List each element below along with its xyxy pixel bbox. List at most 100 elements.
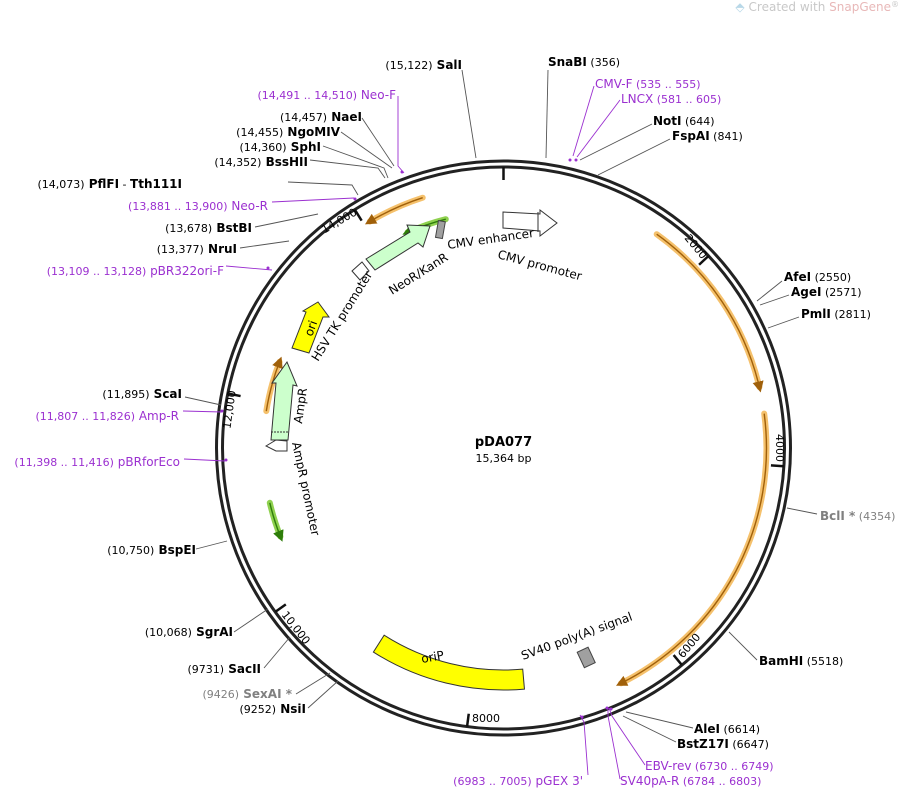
leader-amp-r	[182, 410, 223, 413]
site-ngomiv: (14,455) NgoMIV	[236, 125, 341, 139]
ampr-promoter-feature	[264, 439, 288, 452]
feature-label-ampr-promoter: AmpR promoter	[289, 441, 323, 537]
primer-site-marker	[353, 197, 357, 201]
tick-label-14000: 14,000	[319, 206, 359, 237]
site-bstz17i: BstZ17I (6647)	[677, 737, 769, 751]
tick-10000	[274, 603, 287, 613]
site-amp-r: (11,807 .. 11,826) Amp-R	[35, 409, 179, 423]
leader-snabi	[545, 69, 549, 159]
tick-label-12000: 12,000	[220, 390, 238, 430]
site-neo-f: (14,491 .. 14,510) Neo-F	[257, 88, 396, 102]
site-sphi: (14,360) SphI	[240, 140, 322, 154]
leader-neo-f	[397, 96, 405, 174]
tick-6000	[672, 654, 683, 666]
site-bstbi: (13,678) BstBI	[165, 221, 252, 235]
site-bamhi: BamHI (5518)	[759, 654, 843, 668]
leader-pmli	[767, 316, 800, 329]
site-bspei: (10,750) BspEI	[107, 543, 196, 557]
leader-naei	[361, 117, 395, 167]
backbone-outer-ring	[215, 159, 792, 737]
primer-site-marker	[568, 158, 572, 162]
oriP-feature	[372, 634, 525, 691]
feature-label-cmv-enhancer: CMV enhancer	[446, 226, 534, 252]
ampr-feature	[270, 360, 298, 441]
site-cmv-f: CMV-F (535 .. 555)	[595, 77, 701, 91]
orf-arc-left	[265, 356, 283, 412]
leader-noti	[579, 123, 653, 161]
leader-alei	[625, 711, 694, 729]
site-sali: (15,122) SalI	[385, 58, 462, 72]
tick-12000	[227, 392, 241, 398]
orf-arc-green-left	[269, 502, 284, 542]
leader-bsshii	[309, 159, 386, 179]
feature-label-ampr: AmpR	[291, 387, 310, 424]
leader-sali	[461, 69, 477, 159]
plasmid-name: pDA077	[475, 435, 532, 450]
site-pgex3: (6983 .. 7005) pGEX 3'	[453, 774, 583, 788]
leader-bamhi	[728, 631, 758, 661]
orf-arc-cmv-side	[656, 233, 764, 393]
site-leader-lines	[182, 69, 818, 780]
leader-cmv-f	[572, 85, 595, 157]
site-fspai: FspAI (841)	[672, 129, 743, 143]
feature-label-cmv-promoter: CMV promoter	[496, 247, 583, 283]
leader-bcli	[786, 507, 818, 515]
site-ebv-rev: EBV-rev (6730 .. 6749)	[645, 759, 774, 773]
primer-site-marker	[605, 706, 609, 710]
site-nrui: (13,377) NruI	[157, 242, 237, 256]
primer-site-marker	[574, 158, 578, 162]
neor-kanr-feature	[365, 224, 431, 271]
hsv-tk-promoter-feature	[351, 261, 370, 281]
site-bcli: BclI * (4354)	[820, 509, 895, 523]
leader-sacii	[263, 636, 291, 669]
primer-site-marker	[266, 266, 270, 270]
site-noti: NotI (644)	[653, 114, 715, 128]
tick-label-8000: 8000	[472, 712, 500, 725]
site-pbr322ori-f: (13,109 .. 13,128) pBR322ori-F	[47, 264, 224, 278]
watermark-brand: SnapGene	[829, 0, 891, 14]
site-sexai: (9426) SexAI *	[203, 687, 293, 701]
tick-label-10000: 10,000	[279, 609, 313, 647]
tick-4000	[770, 464, 784, 468]
site-naei: (14,457) NaeI	[280, 110, 362, 124]
site-nsii: (9252) NsiI	[239, 702, 306, 716]
feature-label-orip: oriP	[420, 648, 445, 666]
leader-sgrai	[233, 608, 269, 633]
tick-8000	[465, 713, 470, 727]
leader-agei	[759, 294, 790, 306]
watermark-prefix: Created with	[748, 0, 830, 14]
tick-14000	[353, 208, 363, 222]
leader-pbrforeco	[183, 458, 226, 462]
leader-fspai	[597, 138, 671, 176]
leader-bstz17i	[622, 715, 677, 743]
site-pbrforeco: (11,398 .. 11,416) pBRforEco	[14, 455, 180, 469]
site-scai: (11,895) ScaI	[102, 387, 182, 401]
cmv-enhancer-feature	[502, 208, 558, 238]
leader-ebv-rev	[608, 707, 646, 766]
site-agei: AgeI (2571)	[791, 285, 862, 299]
orf-arc-top-left	[364, 197, 423, 225]
sv40-polya-feature	[576, 646, 596, 669]
primer-site-marker	[220, 409, 224, 413]
primer-site-marker	[580, 715, 584, 719]
site-snabi: SnaBI (356)	[548, 55, 620, 69]
site-alei: AleI (6614)	[694, 722, 760, 736]
site-pflfi-tth111i: (14,073) PflFI - Tth111I	[37, 177, 182, 191]
feature-label-sv40-polya: SV40 poly(A) signal	[519, 610, 634, 663]
tick-2000	[698, 254, 710, 266]
primer-site-marker	[224, 458, 228, 462]
leader-sv40pa-r	[607, 707, 621, 780]
leader-lncx	[576, 99, 621, 158]
orf-arc-green-top	[402, 218, 446, 236]
feature-label-ori: ori	[302, 319, 320, 338]
leader-bspei	[195, 540, 228, 550]
site-labels: (15,122) SalI SnaBI (356) CMV-F (535 .. 55…	[14, 55, 895, 788]
leader-bstbi	[254, 213, 319, 228]
leader-scai	[184, 396, 222, 406]
site-neo-r: (13,881 .. 13,900) Neo-R	[128, 199, 268, 213]
orf-arc-right	[615, 413, 768, 686]
ori-feature	[291, 301, 330, 354]
primer-site-marker	[609, 707, 613, 711]
leader-ngomiv	[340, 131, 393, 169]
